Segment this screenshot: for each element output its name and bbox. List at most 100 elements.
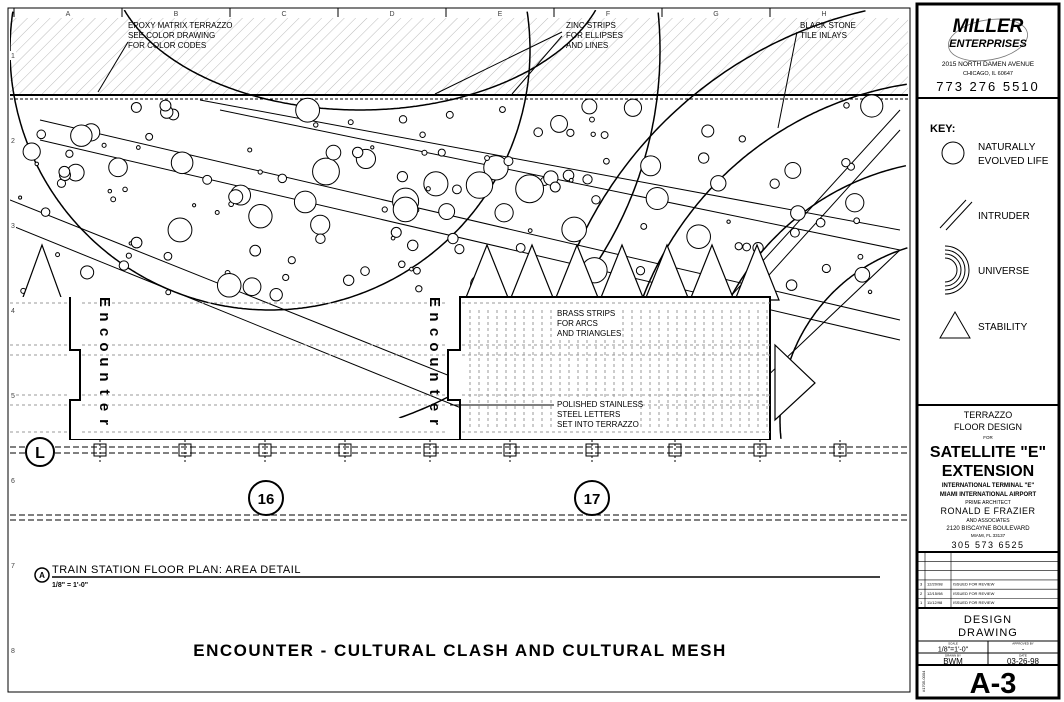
circle-icon — [941, 141, 965, 165]
label-text: DATE — [1019, 653, 1027, 657]
inlay-letter: E — [96, 297, 113, 307]
revision-date: 11/12/98 — [927, 600, 943, 605]
label-text: MIAMI, FL 33137 — [971, 533, 1006, 538]
label-text: 17 — [584, 491, 601, 508]
revision-number: 1 — [920, 600, 923, 605]
label-text: #1705-0004 — [921, 670, 926, 692]
label-text: 1/8"=1'-0" — [938, 647, 969, 654]
label-text: L — [35, 445, 45, 462]
label-text: 773 276 5510 — [936, 79, 1040, 94]
inlay-letter: c — [426, 328, 443, 336]
label-text: APPROVED BY — [1012, 642, 1034, 646]
column-marker-16: 16 — [248, 480, 284, 516]
grid-row-label: 6 — [11, 478, 15, 485]
grid-column-label: G — [713, 11, 718, 18]
label-text: SEE COLOR DRAWING — [128, 31, 215, 40]
grid-row-label: 8 — [11, 648, 15, 655]
label-text: BWM — [943, 657, 963, 666]
grid-column-label: D — [389, 11, 394, 18]
label-text: FOR ELLIPSES — [566, 31, 623, 40]
sheet-number: A-3 — [970, 668, 1017, 700]
label-text: TILE INLAYS — [800, 31, 847, 40]
label-text: - — [1022, 647, 1025, 654]
label-text: DRAWN BY — [945, 653, 961, 657]
label-text: 1/8" = 1'-0" — [52, 582, 88, 589]
label-text: POLISHED STAINLESS — [557, 400, 643, 409]
label-text: UNIVERSE — [978, 266, 1029, 277]
grid-row-label: 7 — [11, 563, 15, 570]
inlay-letter: n — [96, 312, 113, 321]
grid-column-label: A — [66, 11, 71, 18]
label-text: FOR — [983, 435, 993, 440]
column-marker-17: 17 — [574, 480, 610, 516]
inlay-letter: r — [96, 419, 113, 425]
grid-row-label: 1 — [11, 53, 15, 60]
label-text: FOR COLOR CODES — [128, 41, 206, 50]
inlay-letter: e — [96, 403, 113, 411]
label-text: PRIME ARCHITECT — [965, 500, 1011, 506]
sheet-title: ENCOUNTER - CULTURAL CLASH AND CULTURAL … — [193, 641, 726, 660]
grid-column-label: C — [281, 11, 286, 18]
label-text: TERRAZZO — [964, 410, 1013, 420]
inlay-letter: o — [96, 342, 113, 351]
label-text: MIAMI INTERNATIONAL AIRPORT — [940, 492, 1037, 498]
inlay-letter: u — [96, 357, 113, 366]
label-text: AND TRIANGLES — [557, 329, 621, 338]
structural-columns — [93, 440, 847, 462]
grid-row-label: 3 — [11, 223, 15, 230]
label-text: RONALD E FRAZIER — [940, 506, 1035, 516]
label-text: STEEL LETTERS — [557, 410, 620, 419]
label-text: FLOOR DESIGN — [954, 422, 1022, 432]
label-text: EPOXY MATRIX TERRAZZO — [128, 21, 232, 30]
inlay-letter: t — [96, 390, 113, 395]
label-text: DRAWING — [958, 627, 1018, 639]
label-text: BLACK STONE — [800, 21, 856, 30]
inlay-letter: n — [426, 372, 443, 381]
label-text: CHICAGO, IL 60647 — [963, 71, 1013, 77]
label-text: 03-26-98 — [1007, 657, 1040, 666]
label-text: INTRUDER — [978, 211, 1030, 222]
label-text: ENTERPRISES — [949, 38, 1027, 50]
inlay-letter: c — [96, 328, 113, 336]
revision-number: 2 — [920, 591, 923, 596]
grid-column-label: E — [498, 11, 503, 18]
label-text: 16 — [258, 491, 275, 508]
label-text: SATELLITE "E" — [930, 444, 1046, 461]
label-text: ZINC STRIPS — [566, 21, 616, 30]
grid-line-marker: L — [25, 437, 55, 467]
revision-description: ISSUED FOR REVIEW — [953, 600, 995, 605]
grid-column-label: F — [606, 11, 610, 18]
inlay-letter: e — [426, 403, 443, 411]
label-text: EXTENSION — [942, 463, 1034, 480]
grid-row-label: 2 — [11, 138, 15, 145]
label-text: TRAIN STATION FLOOR PLAN: AREA DETAIL — [52, 564, 301, 576]
grid-row-label: 4 — [11, 308, 15, 315]
firm-logo: MILLER — [953, 16, 1024, 37]
label-text: KEY: — [930, 123, 955, 135]
detail-title: A TRAIN STATION FLOOR PLAN: AREA DETAIL … — [34, 564, 880, 589]
terrazzo-pattern — [10, 10, 908, 440]
label-text: 305 573 6525 — [951, 540, 1024, 550]
label-text: AND ASSOCIATES — [966, 518, 1010, 524]
revision-date: 12/15/98 — [927, 591, 943, 596]
label-text: DESIGN — [964, 614, 1012, 626]
bubble-inlays — [18, 94, 884, 302]
triangle-icon — [939, 310, 971, 339]
label-text: 2015 NORTH DAMEN AVENUE — [942, 61, 1035, 68]
title-block: MILLER ENTERPRISES 2015 NORTH DAMEN AVEN… — [915, 2, 1061, 700]
label-text: SCALE — [948, 642, 958, 646]
label-text: FOR ARCS — [557, 319, 598, 328]
label-text: SET INTO TERRAZZO — [557, 420, 639, 429]
arcs-icon — [944, 245, 970, 295]
slash-lines-icon — [939, 199, 973, 231]
